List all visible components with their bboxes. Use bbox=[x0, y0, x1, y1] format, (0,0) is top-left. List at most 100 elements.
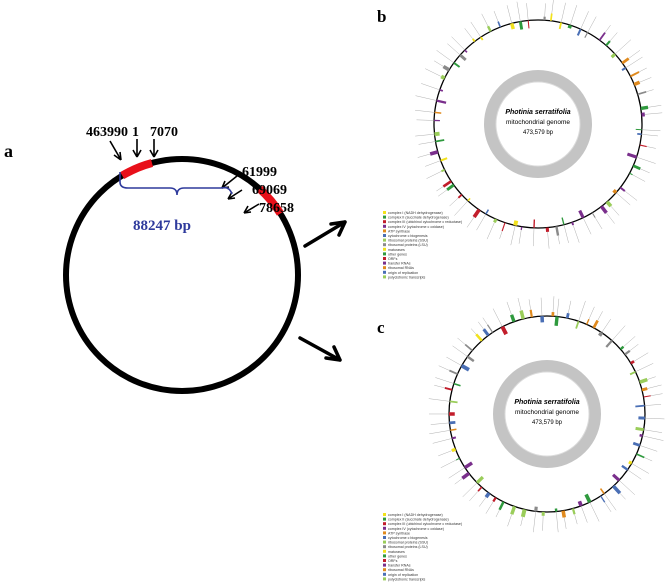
gene-label-leader bbox=[517, 297, 522, 311]
legend-entry: maturases bbox=[388, 248, 405, 252]
gene-label-leader bbox=[643, 429, 663, 433]
gene-label-leader bbox=[604, 24, 611, 33]
legend-entry: ribosomal proteins (SSU) bbox=[388, 541, 428, 545]
gene-label-leader bbox=[564, 517, 567, 529]
gene-label-leader bbox=[627, 469, 642, 480]
gene-block bbox=[453, 62, 461, 68]
gene-label-leader bbox=[619, 493, 626, 500]
panel-label-b: b bbox=[377, 7, 386, 26]
gene-block bbox=[485, 209, 490, 215]
gene-label-leader bbox=[470, 21, 481, 38]
gene-label-leader bbox=[478, 321, 484, 330]
gene-block bbox=[486, 25, 492, 32]
gene-label-leader bbox=[429, 430, 451, 435]
gene-label-leader bbox=[485, 501, 494, 514]
gene-label-leader bbox=[476, 213, 487, 231]
gene-block bbox=[619, 345, 625, 351]
gene-block bbox=[639, 377, 648, 384]
gene-block bbox=[498, 501, 505, 511]
gene-block bbox=[436, 99, 447, 104]
gene-block bbox=[584, 32, 589, 38]
gene-block bbox=[442, 180, 452, 188]
arrow-1 bbox=[132, 139, 142, 158]
gene-block bbox=[463, 461, 474, 470]
gene-label-leader bbox=[639, 77, 652, 83]
gene-block bbox=[441, 168, 446, 173]
gc-ring-b bbox=[484, 70, 592, 178]
gene-label-leader bbox=[644, 404, 662, 406]
gene-label-leader bbox=[516, 1, 521, 22]
gene-label-leader bbox=[547, 231, 550, 249]
gene-block bbox=[475, 333, 483, 342]
gene-label-leader bbox=[638, 67, 647, 73]
gene-block bbox=[493, 218, 498, 223]
gene-block bbox=[610, 52, 617, 59]
gene-block bbox=[624, 349, 631, 356]
gene-block bbox=[621, 57, 630, 65]
gene-label-leader bbox=[479, 497, 487, 507]
gene-block bbox=[639, 144, 647, 148]
gene-block bbox=[497, 21, 502, 28]
gene-block bbox=[600, 495, 606, 503]
gene-block bbox=[576, 28, 582, 36]
arrow-to-c bbox=[298, 336, 342, 362]
gene-label-leader bbox=[434, 385, 445, 389]
legend-entry: polycistronic transcripts bbox=[388, 577, 426, 581]
gene-block bbox=[611, 473, 621, 482]
legend-swatch bbox=[383, 220, 386, 224]
gene-label-leader bbox=[446, 356, 462, 366]
gene-label-leader bbox=[642, 435, 664, 441]
label-69069: 69069 bbox=[252, 183, 287, 198]
label-7070: 7070 bbox=[150, 125, 178, 140]
gene-label-leader bbox=[526, 3, 529, 21]
gene-block bbox=[630, 71, 640, 78]
gene-label-leader bbox=[616, 192, 631, 206]
legend-swatch bbox=[383, 522, 386, 526]
gene-block bbox=[457, 194, 463, 199]
gene-label-leader bbox=[606, 212, 615, 224]
gene-block bbox=[451, 436, 457, 440]
legend-swatch bbox=[383, 211, 386, 214]
gene-label-leader bbox=[436, 186, 444, 192]
label-1: 1 bbox=[132, 125, 139, 140]
gene-block bbox=[467, 197, 471, 202]
gene-block bbox=[519, 310, 525, 320]
gene-block bbox=[639, 433, 643, 438]
gene-label-leader bbox=[449, 197, 459, 207]
gene-block bbox=[633, 80, 641, 87]
gene-label-leader bbox=[466, 216, 475, 228]
gene-label-leader bbox=[604, 493, 617, 511]
gene-label-leader bbox=[646, 89, 654, 92]
gene-block bbox=[550, 13, 553, 21]
gene-label-leader bbox=[457, 337, 466, 345]
gene-label-leader bbox=[623, 336, 636, 347]
gene-block bbox=[534, 506, 538, 512]
gene-block bbox=[584, 493, 592, 503]
legend-entry: ribosomal RNAs bbox=[388, 266, 414, 270]
gene-label-leader bbox=[486, 222, 495, 240]
gene-label-leader bbox=[609, 32, 618, 42]
legend-entry: origin of replication bbox=[388, 271, 418, 275]
legend-entry: ORFs bbox=[388, 257, 398, 261]
gene-label-leader bbox=[556, 511, 559, 533]
gene-block bbox=[510, 505, 517, 515]
gene-label-leader bbox=[493, 10, 499, 22]
gene-block bbox=[477, 486, 483, 492]
legend-entry: ORFs bbox=[388, 559, 398, 563]
gene-block bbox=[510, 22, 515, 30]
gene-block bbox=[440, 157, 448, 162]
legend-entry: complex II (succinate dehydrogenase) bbox=[388, 216, 449, 220]
gene-label-leader bbox=[640, 168, 650, 174]
gene-label-leader bbox=[644, 457, 653, 462]
gene-block bbox=[585, 318, 590, 325]
gene-label-leader bbox=[495, 509, 500, 518]
gene-block bbox=[529, 309, 533, 318]
gene-block bbox=[501, 222, 506, 232]
gene-block bbox=[571, 221, 575, 226]
gene-label-leader bbox=[632, 174, 646, 182]
gene-label-leader bbox=[647, 384, 662, 389]
gene-block bbox=[453, 382, 461, 387]
gene-label-leader bbox=[469, 491, 479, 502]
gene-label-leader bbox=[440, 459, 457, 468]
legend-swatch bbox=[383, 568, 386, 572]
